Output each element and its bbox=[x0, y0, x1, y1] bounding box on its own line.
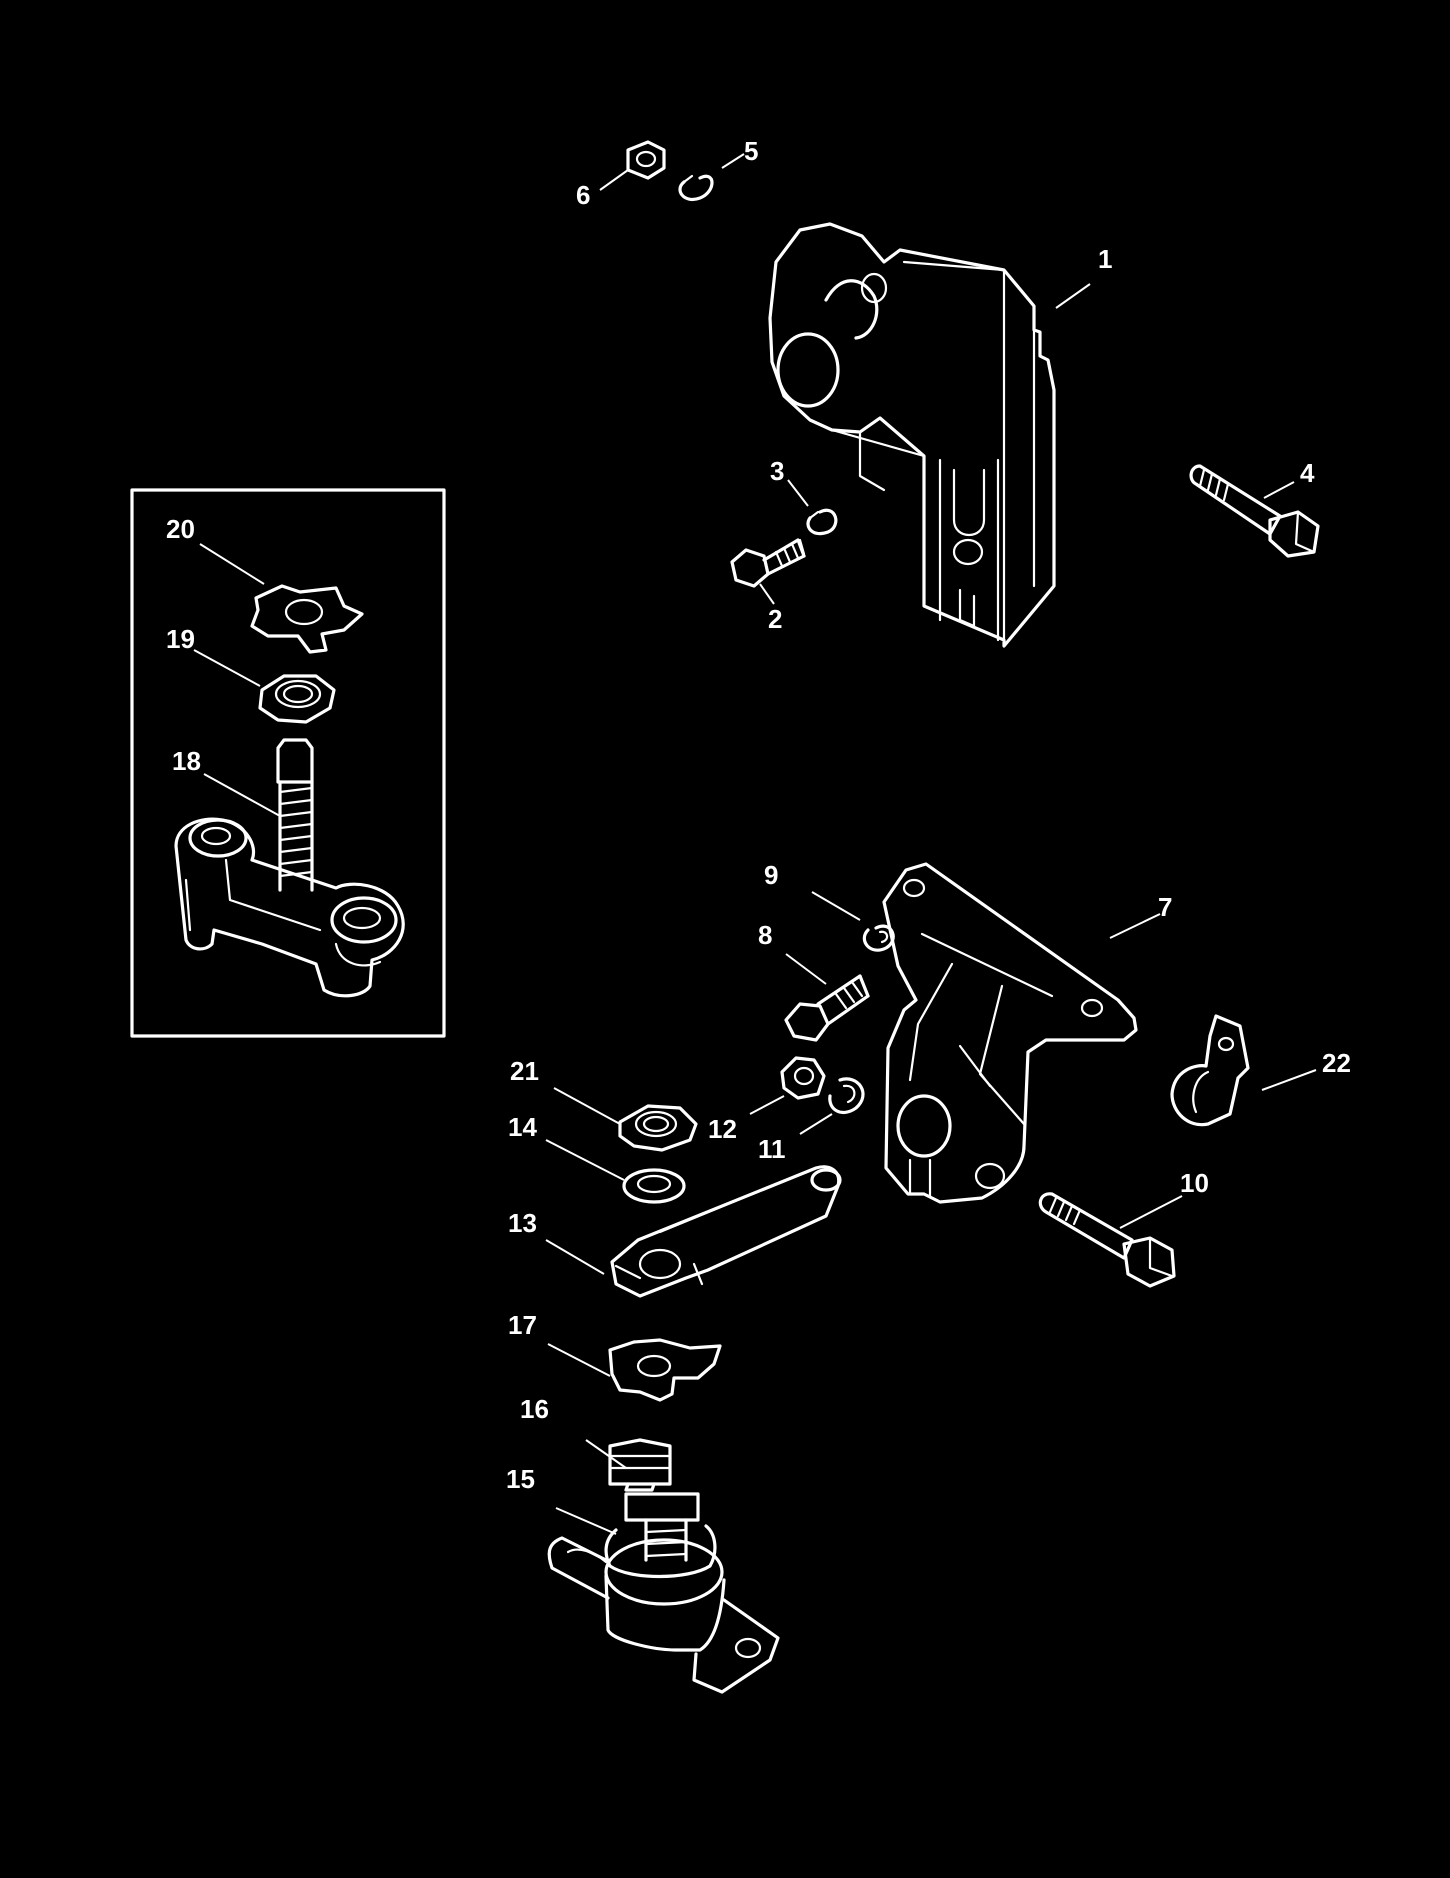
part-8-bolt bbox=[784, 953, 870, 1042]
callout-11: 11 bbox=[758, 1134, 786, 1164]
part-7-lower-bracket bbox=[882, 862, 1161, 1204]
part-12-hex-nut bbox=[749, 1056, 826, 1115]
part-5-lock-washer bbox=[678, 153, 745, 201]
callout-5: 5 bbox=[744, 136, 758, 166]
callout-19: 19 bbox=[166, 624, 195, 654]
callout-labels: 1 2 3 4 5 6 7 8 9 10 11 12 13 14 15 16 1… bbox=[166, 136, 1351, 1494]
callout-13: 13 bbox=[508, 1208, 537, 1238]
part-17-star-washer bbox=[547, 1338, 722, 1402]
callout-16: 16 bbox=[520, 1394, 549, 1424]
callout-21: 21 bbox=[510, 1056, 539, 1086]
callout-6: 6 bbox=[576, 180, 590, 210]
callout-14: 14 bbox=[508, 1112, 537, 1142]
callout-4: 4 bbox=[1300, 458, 1315, 488]
callout-10: 10 bbox=[1180, 1168, 1209, 1198]
part-18-stud-link bbox=[174, 738, 405, 998]
callout-3: 3 bbox=[770, 456, 784, 486]
part-16-stud bbox=[585, 1438, 672, 1492]
inset-box bbox=[130, 488, 446, 1038]
part-11-lock-washer bbox=[799, 1077, 865, 1135]
callout-1: 1 bbox=[1098, 244, 1112, 274]
callout-8: 8 bbox=[758, 920, 772, 950]
part-19-hex-nut bbox=[193, 649, 336, 724]
part-3-lock-washer bbox=[787, 479, 838, 536]
part-10-long-bolt bbox=[1038, 1192, 1183, 1288]
callout-20: 20 bbox=[166, 514, 195, 544]
callout-15: 15 bbox=[506, 1464, 535, 1494]
part-9-lock-washer bbox=[811, 891, 895, 952]
part-21-hex-nut bbox=[553, 1087, 698, 1152]
part-20-star-washer bbox=[199, 543, 364, 654]
callout-17: 17 bbox=[508, 1310, 537, 1340]
part-4-long-bolt bbox=[1189, 464, 1320, 558]
part-1-mount-bracket bbox=[768, 222, 1091, 648]
callout-12: 12 bbox=[708, 1114, 737, 1144]
callout-2: 2 bbox=[768, 604, 782, 634]
part-15-mount-base bbox=[547, 1492, 780, 1694]
part-2-hex-bolt bbox=[730, 538, 806, 605]
part-6-hex-nut bbox=[599, 140, 666, 191]
callout-7: 7 bbox=[1158, 892, 1172, 922]
part-22-cable-clamp bbox=[1170, 1014, 1317, 1127]
part-14-lock-washer bbox=[545, 1139, 686, 1204]
callout-18: 18 bbox=[172, 746, 201, 776]
callout-9: 9 bbox=[764, 860, 778, 890]
callout-22: 22 bbox=[1322, 1048, 1351, 1078]
part-13-terminal bbox=[545, 1165, 842, 1298]
